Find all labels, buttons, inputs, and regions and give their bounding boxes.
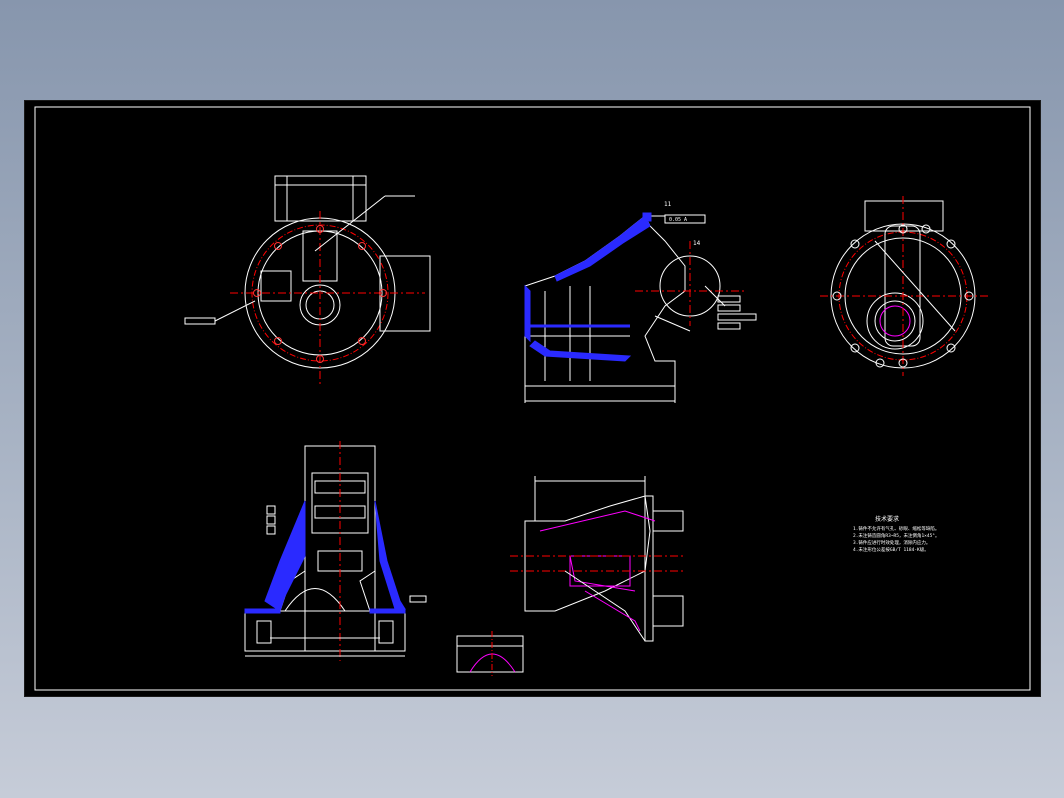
detail-view xyxy=(456,631,524,676)
technical-notes: 技术要求 1.铸件不允许有气孔、砂眼、缩松等缺陷。 2.未注铸造圆角R3~R5，… xyxy=(853,515,940,553)
notes-title: 技术要求 xyxy=(875,515,899,523)
lower-side-view xyxy=(510,476,685,642)
front-view-flange xyxy=(184,175,431,386)
side-callout-number: 14 xyxy=(693,240,701,247)
notes-line-4: 4.未注形位公差按GB/T 1184-K级。 xyxy=(853,546,929,553)
cad-drawing-sheet: 11 0.05 A 14 xyxy=(25,101,1040,696)
notes-line-3: 3.铸件应进行时效处理，消除内应力。 xyxy=(853,539,930,546)
drawing-frame xyxy=(34,106,1031,691)
gdt-frame-label: 0.05 A xyxy=(669,217,687,223)
vertical-section-view xyxy=(244,441,427,661)
notes-line-1: 1.铸件不允许有气孔、砂眼、缩松等缺陷。 xyxy=(853,525,939,532)
flange-view-right xyxy=(820,196,990,376)
drawing-canvas: 11 0.05 A 14 xyxy=(34,106,1031,691)
side-section-view xyxy=(524,212,757,403)
notes-line-2: 2.未注铸造圆角R3~R5，未注倒角1×45°。 xyxy=(853,532,940,539)
balloon-label: 11 xyxy=(664,201,672,208)
